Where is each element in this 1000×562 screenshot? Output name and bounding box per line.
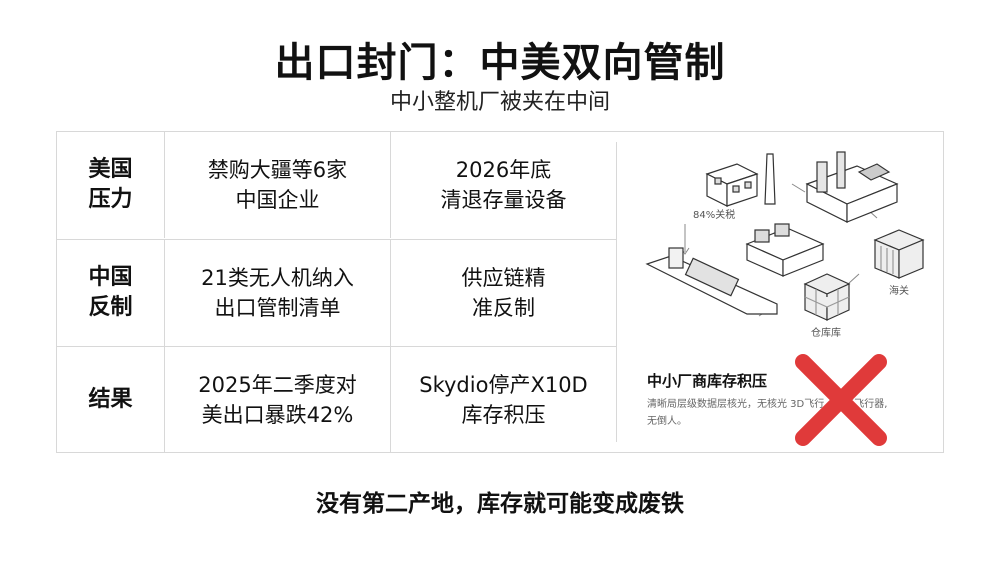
- red-cross-icon: [795, 354, 887, 446]
- row-label: 中国反制: [88, 265, 133, 320]
- policy-table: 美国压力 禁购大疆等6家中国企业 2026年底清退存量设备 中国反制 21类无人…: [57, 132, 616, 453]
- page-title: 出口封门：中美双向管制: [274, 40, 726, 86]
- table-row: 中国反制 21类无人机纳入出口管制清单 供应链精准反制: [57, 239, 616, 346]
- footer-conclusion: 没有第二产地，库存就可能变成废铁: [316, 491, 684, 517]
- page-subtitle: 中小整机厂被夹在中间: [389, 90, 610, 115]
- table-cell: 2026年底清退存量设备: [390, 132, 616, 238]
- caption-text: 清晰局层级数据层核光，无核光 3D飞行 无飞行器, 无倒人。: [647, 399, 888, 427]
- cargo-ship-icon: [645, 247, 778, 315]
- warehouse-label: 仓库库: [811, 326, 841, 339]
- row-label: 美国压力: [88, 157, 133, 212]
- customs-label: 海关: [889, 284, 909, 297]
- caption-title: 中小厂商库存积压: [647, 372, 768, 390]
- customs-container-icon: [873, 229, 925, 279]
- warehouse-crates-icon: [803, 273, 851, 321]
- port-icon: [745, 223, 825, 277]
- factory-icon: [705, 153, 776, 207]
- content-panel: 美国压力 禁购大疆等6家中国企业 2026年底清退存量设备 中国反制 21类无人…: [56, 131, 944, 453]
- table-cell: 2025年二季度对美出口暴跌42%: [164, 347, 390, 453]
- table-cell: 21类无人机纳入出口管制清单: [164, 240, 390, 346]
- tariff-label: 84%关税: [693, 208, 735, 221]
- plant-icon: [805, 151, 899, 223]
- column-divider: [616, 142, 617, 442]
- table-cell: 供应链精准反制: [390, 240, 616, 346]
- table-row: 美国压力 禁购大疆等6家中国企业 2026年底清退存量设备: [57, 132, 616, 238]
- table-cell: 禁购大疆等6家中国企业: [164, 132, 390, 238]
- row-label: 结果: [88, 387, 133, 412]
- supply-chain-illustration: 84%关税 海关: [645, 151, 925, 339]
